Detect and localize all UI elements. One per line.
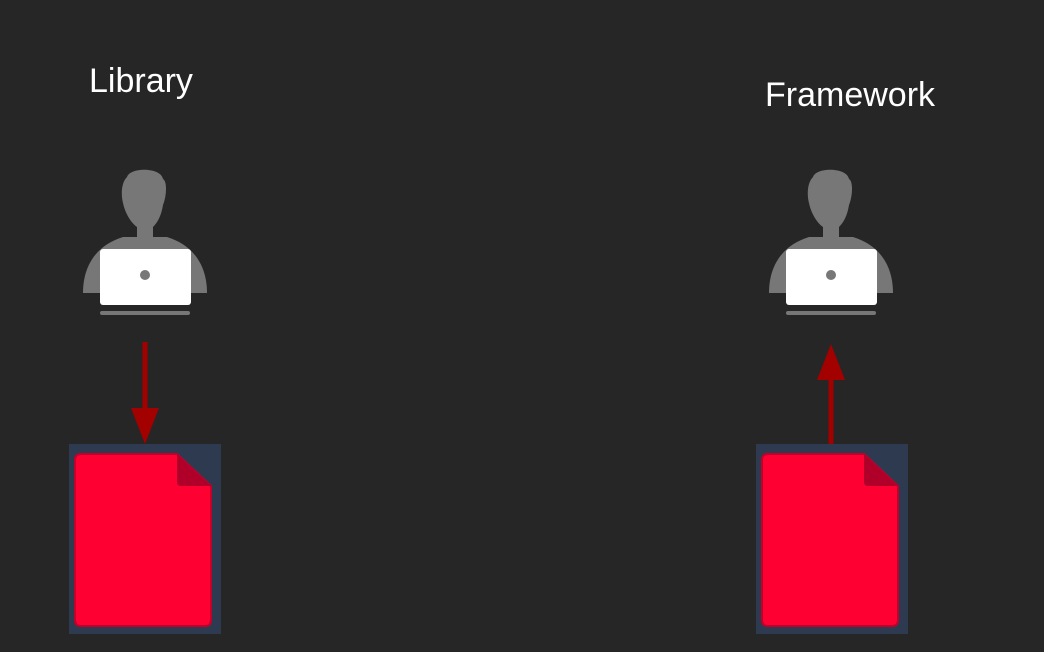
document-icon — [761, 453, 899, 627]
user-at-laptop-icon — [83, 169, 207, 315]
document-frame — [756, 444, 908, 634]
document-icon — [74, 453, 212, 627]
document-frame — [69, 444, 221, 634]
library-title: Library — [89, 62, 193, 100]
framework-title: Framework — [765, 76, 936, 114]
arrow-down-icon — [131, 342, 159, 444]
arrow-up-icon — [817, 344, 845, 446]
user-at-laptop-icon — [769, 169, 893, 315]
